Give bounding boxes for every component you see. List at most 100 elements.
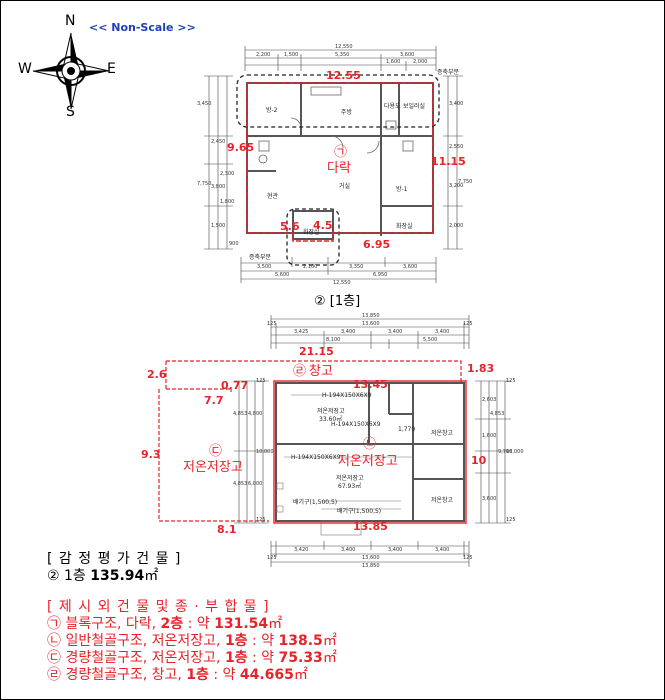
plan1-right-dim-2: 2,550 <box>449 144 464 150</box>
plan2-left-dim-6: 125 <box>256 378 266 384</box>
plan2-bottom-total: 13,850 <box>362 563 380 569</box>
compass <box>15 15 125 125</box>
plan2-top-a-2: 3,400 <box>341 329 356 335</box>
plan2-right-dim-8: 125 <box>506 517 516 523</box>
compass-north-label: N <box>65 13 76 29</box>
plan2-right-dim-5: 1,600 <box>482 433 497 439</box>
legend-excluded-value: 131.54 <box>214 616 269 632</box>
plan1-red-right: 11.15 <box>431 155 466 168</box>
plan1-room-bang1: 방-1 <box>396 186 408 193</box>
plan2-left-dim-3: 4,853 <box>233 481 248 487</box>
plan2-cold1-name: 저온저장고 <box>317 408 345 415</box>
plan2-red-077: 0.77 <box>221 379 249 392</box>
plan1-left-dim-6: 1,800 <box>220 199 235 205</box>
compass-icon <box>32 32 110 110</box>
plan1-red-top: 12.55 <box>326 69 361 82</box>
plan2-red-name-c: 저온저장고 <box>183 460 243 475</box>
legend-item-appraised: ② 1층 135.94㎡ <box>47 568 337 585</box>
plan2-bottom-a-3: 3,400 <box>388 547 403 553</box>
plan2-top-a-3: 3,400 <box>388 329 403 335</box>
plan1-right-dim-4: 3,200 <box>449 183 464 189</box>
plan1-bottom-dim-4: 3,600 <box>403 264 418 270</box>
plan2-red-bottom: 13.85 <box>353 520 388 533</box>
plan1-red-name: 다락 <box>327 161 351 176</box>
plan1-caption: ② [1층] <box>314 294 361 309</box>
plan2-right-dim-2: 4,853 <box>490 411 505 417</box>
scale-note: << Non-Scale >> <box>89 21 196 34</box>
compass-south-label: S <box>66 104 75 120</box>
legend-excluded-item-3: ㉢ 경량철골구조, 저온저장고, 1층 : 약 75.33㎡ <box>47 650 337 667</box>
plan1-room-entrance: 현관 <box>267 193 279 200</box>
plan2-room-right1: 저온창고 <box>431 430 454 437</box>
plan1-red-inner: 4.5 <box>313 219 333 232</box>
plan1-top-total: 12,550 <box>335 44 353 50</box>
plan2-red-right-h: 10 <box>471 454 487 467</box>
legend-excluded-unit: ㎡ <box>322 633 337 649</box>
plan2-right-dim-7: 125 <box>506 378 516 384</box>
plan1-room-bath2: 화장실 <box>303 229 320 236</box>
plan1-annotation-bottom: 증축부분 <box>249 254 272 261</box>
legend-excluded-unit: ㎡ <box>293 667 308 683</box>
plan2-left-dim-7: 125 <box>256 517 266 523</box>
plan2-red-circle-b: ㉡ <box>363 437 377 452</box>
plan1-bottom-dim-3: 3,350 <box>349 264 364 270</box>
plan2-red-77: 7.7 <box>204 394 224 407</box>
plan2-red-name-b: 저온저장고 <box>338 454 398 469</box>
plan1-bottom-total: 12,550 <box>333 280 351 286</box>
plan2-pipe2: 배기구(1,500,5) <box>337 508 382 515</box>
plan1-annotation-top: 증축부분 <box>437 69 460 76</box>
legend-item-prefix: ② 1층 <box>47 568 91 584</box>
plan1-red-bottom-left: 5.6 <box>280 220 300 233</box>
plan2-red-circle-ra: ㉣ <box>293 364 307 379</box>
plan1-right-dim-3: 7,750 <box>458 179 473 185</box>
plan1-left-dim-2: 2,450 <box>211 139 226 145</box>
compass-east-label: E <box>107 61 116 77</box>
legend-excluded-prefix: ㉠ 블록구조, 다락, <box>47 616 161 632</box>
plan2-beam3: H-194X150X6X9 <box>331 421 381 428</box>
legend-excluded-floor: 1층 <box>224 633 248 649</box>
plan1-red-bottom: 6.95 <box>363 238 391 251</box>
plan2-bottom-a-2: 3,400 <box>341 547 356 553</box>
plan2-cold1-area: 33.60㎡ <box>319 416 343 423</box>
plan2-bottom-a-4: 3,400 <box>435 547 450 553</box>
plan2-red-left-small: 2.6 <box>147 368 167 381</box>
plan2-pipe1: 배기구(1,500,5) <box>293 499 338 506</box>
plan1-red-left: 9.65 <box>227 141 255 154</box>
plan1-room-boiler: 보일러실 <box>403 103 426 110</box>
legend-excluded-title: [ 제 시 외 건 물 및 종 · 부 합 물 ] <box>47 599 270 615</box>
legend-item-unit: ㎡ <box>144 568 159 584</box>
legend-excluded-prefix: ㉢ 경량철골구조, 저온저장고, <box>47 650 225 666</box>
legend-excluded-prefix: ㉣ 경량철골구조, 창고, <box>47 667 187 683</box>
plan2-left-dim-4: 6,000 <box>248 481 263 487</box>
floor-plan-1-drawing <box>204 46 463 283</box>
plan1-bottom-subdim-1: 5,600 <box>275 272 290 278</box>
plan1-red-circle: ㉠ <box>334 145 348 160</box>
plan2-bottom-b-2: 13,600 <box>362 555 380 561</box>
plan1-top-dim-3: 5,350 <box>335 52 350 58</box>
plan2-beam1: H-194X150X6X9 <box>322 392 372 399</box>
legend-excluded-middle: : 약 <box>183 616 215 632</box>
plan1-left-dim-3: 7,750 <box>197 181 212 187</box>
plan1-bottom-subdim-2: 6,950 <box>373 272 388 278</box>
plan1-top-subdim-2: 2,000 <box>413 59 428 65</box>
plan2-top-b-1: 125 <box>267 321 277 327</box>
plan2-red-name-ra: 창고 <box>309 364 333 379</box>
legend-excluded-unit: ㎡ <box>268 616 283 632</box>
legend-excluded-middle: : 약 <box>247 650 279 666</box>
plan2-dim-small: 1,770 <box>398 426 416 433</box>
plan2-top-a-1: 3,425 <box>294 329 309 335</box>
legend-excluded-middle: : 약 <box>247 633 279 649</box>
plan1-top-subdim-1: 1,600 <box>386 59 401 65</box>
plan2-right-dim-3: 9,706 <box>498 449 513 455</box>
plan1-room-kitchen: 주방 <box>341 109 353 116</box>
plan2-left-dim-5: 10,000 <box>256 449 274 455</box>
plan1-right-dim-5: 2,000 <box>449 223 464 229</box>
plan2-cold2-area: 67.93㎡ <box>338 483 362 490</box>
legend-excluded-item-2: ㉡ 일반철골구조, 저온저장고, 1층 : 약 138.5㎡ <box>47 633 337 650</box>
plan2-cold2-name: 저온저장고 <box>336 475 364 482</box>
legend-excluded-value: 44.665 <box>239 667 294 683</box>
plan2-bottom-a-1: 3,420 <box>294 547 309 553</box>
plan2-top-b-2: 13,600 <box>362 321 380 327</box>
